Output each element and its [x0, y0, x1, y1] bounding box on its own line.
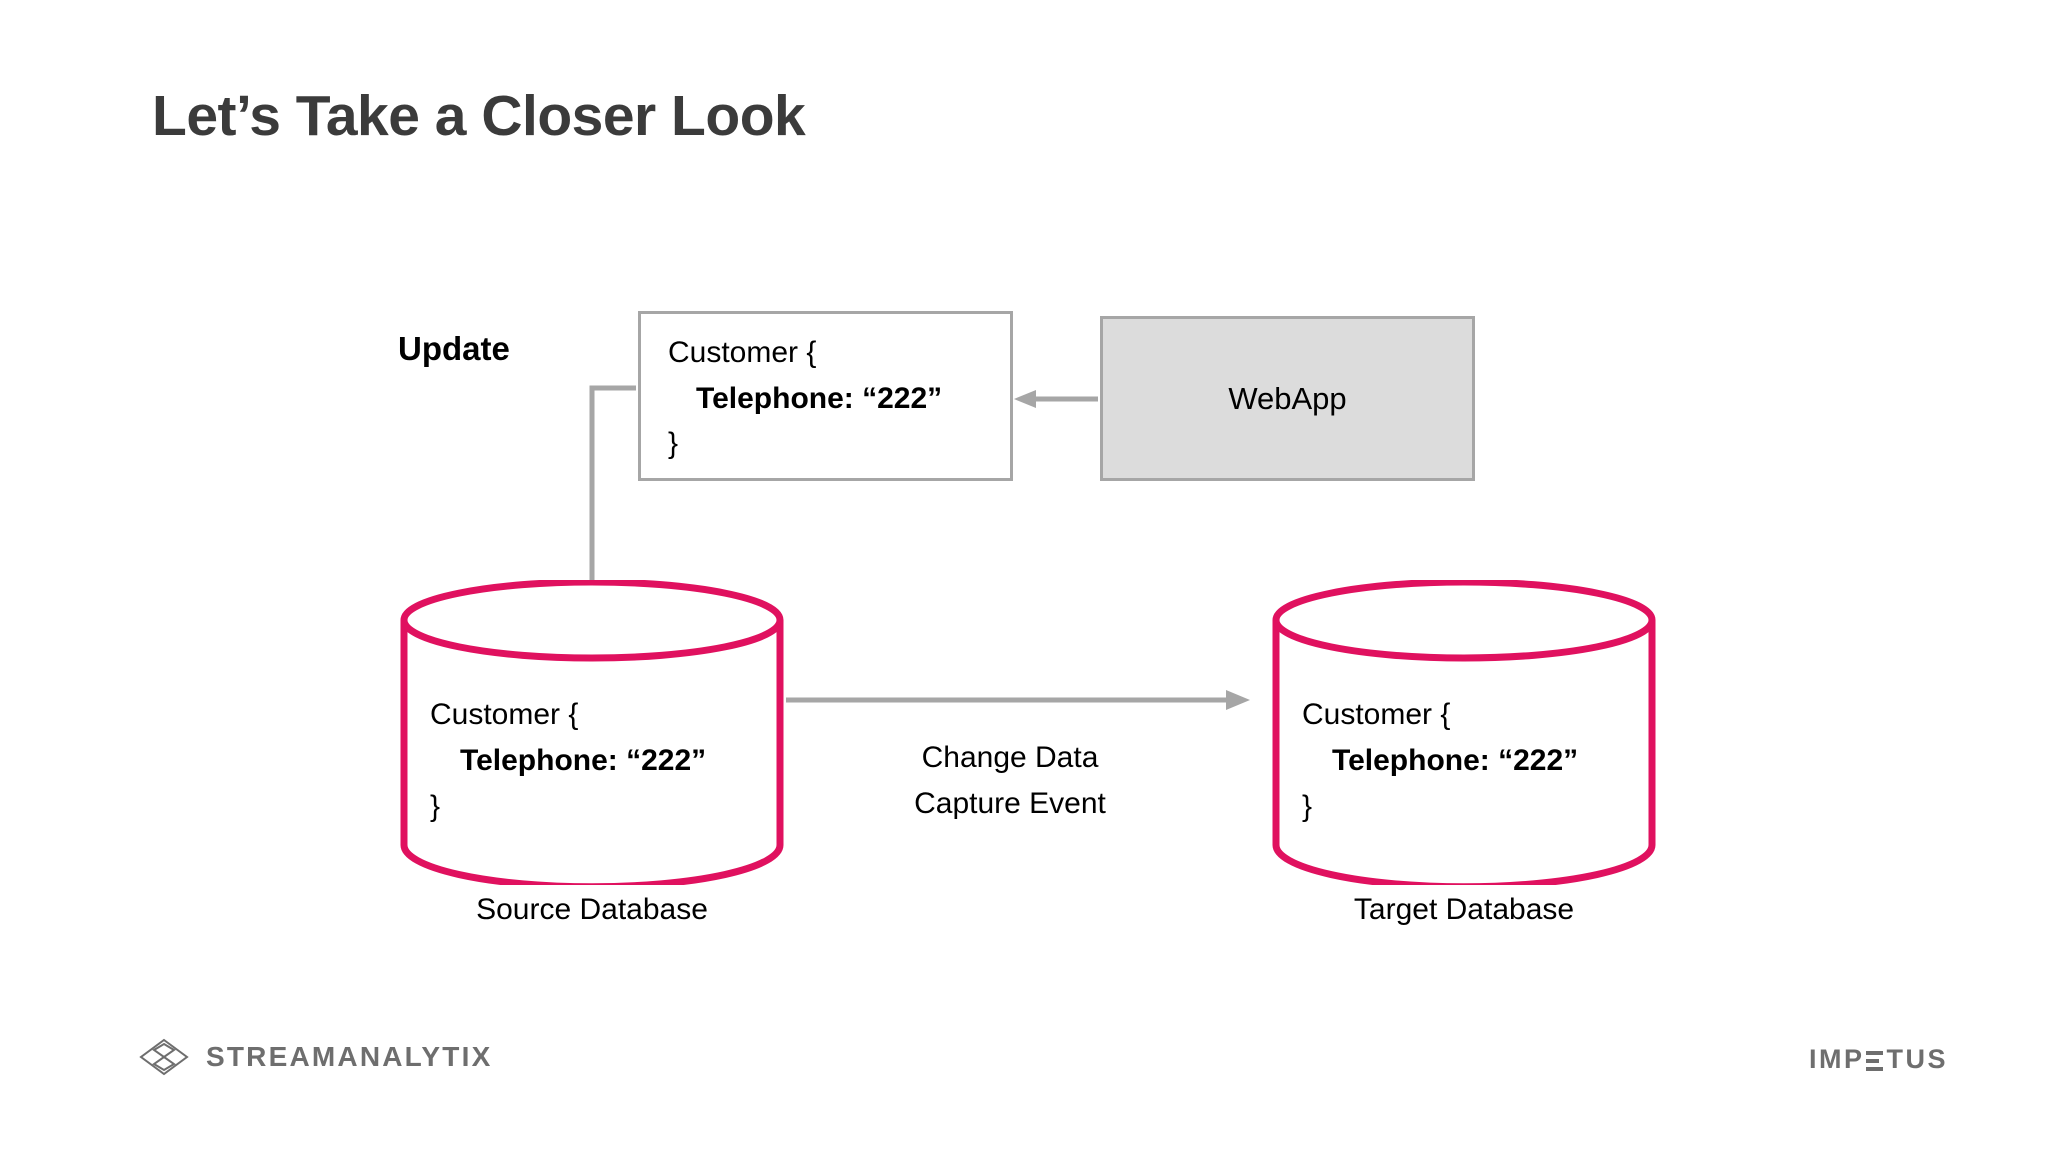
- webapp-box: WebApp: [1100, 316, 1475, 481]
- message-to-source-connector: [589, 385, 636, 600]
- database-cylinder-icon: [1272, 580, 1656, 885]
- cdc-label-line-2: Capture Event: [914, 787, 1106, 820]
- cdc-event-arrow: [786, 690, 1250, 710]
- hexagon-diamond-icon: [139, 1038, 189, 1076]
- source-database-caption: Source Database: [476, 893, 708, 926]
- target-db-line-1: Customer {: [1302, 698, 1451, 731]
- message-box: Customer { Telephone: “222” }: [638, 311, 1013, 481]
- cdc-event-label: Change Data Capture Event: [880, 735, 1140, 827]
- cdc-label-line-1: Change Data: [921, 741, 1099, 774]
- source-db-line-3: }: [430, 790, 441, 823]
- webapp-to-message-arrow: [1014, 390, 1098, 408]
- streamanalytix-wordmark: STREAMANALYTIX: [206, 1041, 493, 1072]
- target-database-cylinder: Customer { Telephone: “222” } Target Dat…: [1272, 580, 1656, 926]
- target-database-caption: Target Database: [1353, 893, 1575, 926]
- source-database-cylinder: Customer { Telephone: “222” } Source Dat…: [400, 580, 784, 926]
- target-db-line-2: Telephone: “222”: [1332, 744, 1579, 777]
- update-label: Update: [398, 330, 510, 367]
- page-title: Let’s Take a Closer Look: [152, 84, 806, 148]
- target-db-line-3: }: [1302, 790, 1313, 823]
- impetus-suffix: TUS: [1886, 1044, 1948, 1074]
- impetus-prefix: IMP: [1808, 1044, 1865, 1074]
- message-box-line-2: Telephone: “222”: [696, 382, 943, 415]
- impetus-e-icon: [1865, 1050, 1883, 1071]
- webapp-label: WebApp: [1228, 380, 1347, 416]
- message-box-line-1: Customer {: [668, 336, 817, 369]
- message-box-line-3: }: [668, 427, 679, 460]
- database-cylinder-icon: [400, 580, 784, 885]
- streamanalytix-logo: STREAMANALYTIX: [138, 1038, 492, 1076]
- impetus-logo: IMP TUS: [1809, 1044, 1948, 1075]
- source-db-line-1: Customer {: [430, 698, 579, 731]
- source-db-line-2: Telephone: “222”: [460, 744, 707, 777]
